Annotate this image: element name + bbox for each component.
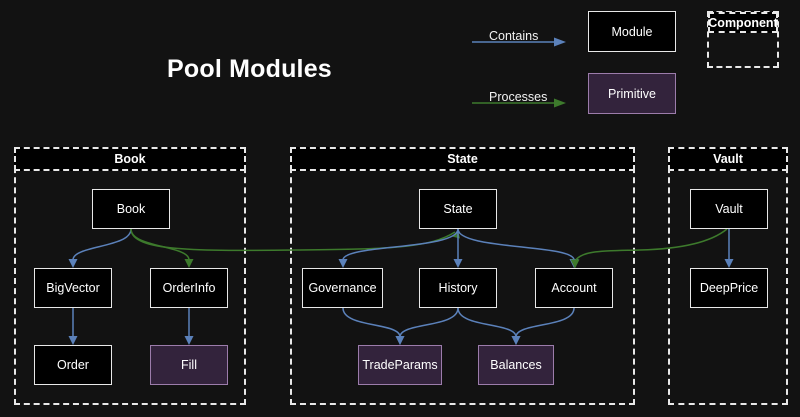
legend-contains-label: Contains: [489, 29, 539, 43]
container-vault-title: Vault: [668, 147, 788, 171]
node-deepprice[interactable]: DeepPrice: [690, 268, 768, 308]
node-orderinfo[interactable]: OrderInfo: [150, 268, 228, 308]
node-vault[interactable]: Vault: [690, 189, 768, 229]
node-book[interactable]: Book: [92, 189, 170, 229]
node-state[interactable]: State: [419, 189, 497, 229]
page-title: Pool Modules: [167, 55, 332, 83]
container-state: State: [290, 147, 635, 405]
node-history[interactable]: History: [419, 268, 497, 308]
legend-module-sample: Module: [588, 11, 676, 52]
legend-primitive-sample: Primitive: [588, 73, 676, 114]
container-book-title: Book: [14, 147, 246, 171]
container-book: Book: [14, 147, 246, 405]
node-fill[interactable]: Fill: [150, 345, 228, 385]
legend-processes-label: Processes: [489, 90, 548, 104]
node-account[interactable]: Account: [535, 268, 613, 308]
node-balances[interactable]: Balances: [478, 345, 554, 385]
legend-component-sample: Component: [707, 11, 779, 68]
container-state-title: State: [290, 147, 635, 171]
node-bigvector[interactable]: BigVector: [34, 268, 112, 308]
node-tradeparams[interactable]: TradeParams: [358, 345, 442, 385]
container-vault: Vault: [668, 147, 788, 405]
node-governance[interactable]: Governance: [302, 268, 383, 308]
legend-component-label: Component: [708, 12, 778, 33]
node-order[interactable]: Order: [34, 345, 112, 385]
